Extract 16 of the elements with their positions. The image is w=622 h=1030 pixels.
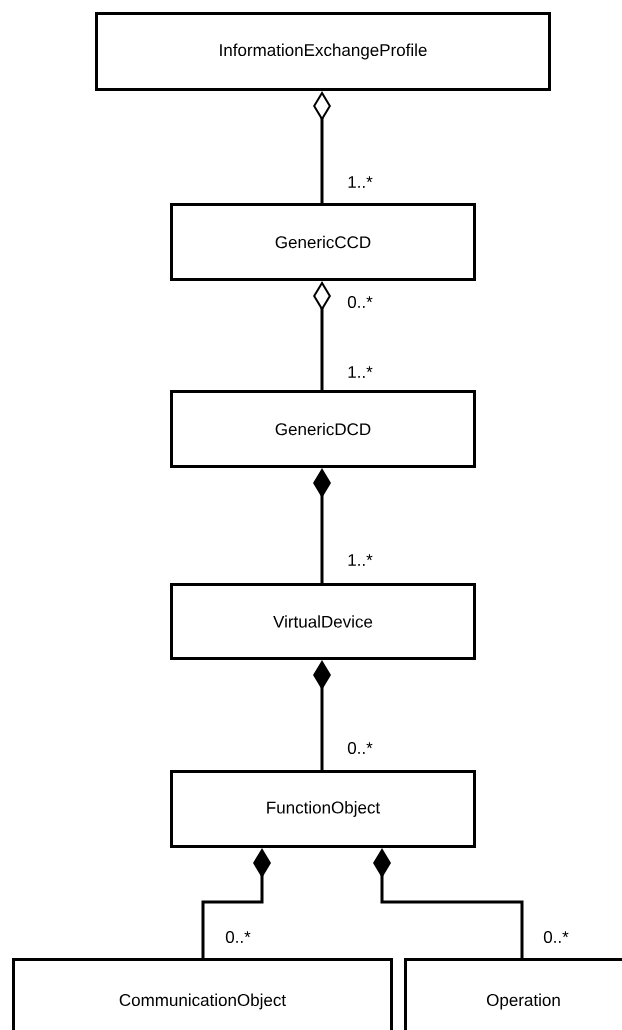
class-box: GenericCCD [170, 203, 476, 281]
class-box: GenericDCD [170, 390, 476, 468]
multiplicity-label: 0..* [225, 931, 251, 944]
class-box: Operation [404, 958, 622, 1030]
multiplicity-label: 1..* [348, 176, 373, 188]
class-box: InformationExchangeProfile [95, 12, 551, 91]
association-line [313, 91, 331, 203]
class-box: CommunicationObject [12, 958, 393, 1030]
class-box: VirtualDevice [170, 583, 476, 660]
multiplicity-label: 0..* [347, 296, 373, 309]
class-box: FunctionObject [170, 770, 476, 848]
multiplicity-label: 0..* [347, 742, 373, 755]
multiplicity-label: 1..* [348, 366, 373, 378]
multiplicity-label: 1..* [348, 554, 373, 566]
multiplicity-label: 0..* [543, 931, 569, 944]
association-line [313, 281, 331, 390]
